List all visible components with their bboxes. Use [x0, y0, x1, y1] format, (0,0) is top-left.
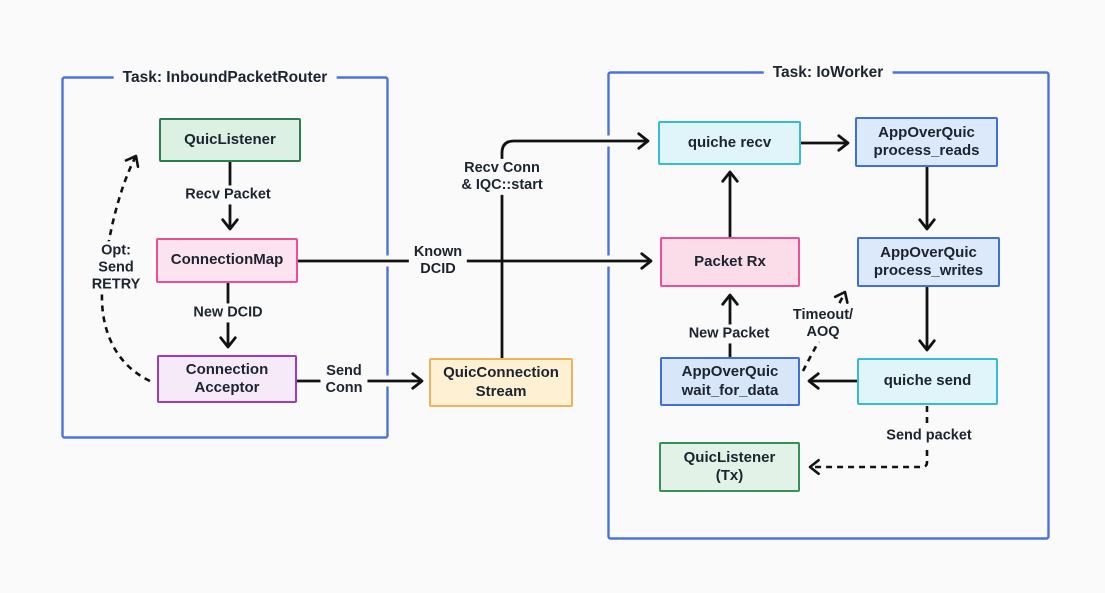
node-aoq-process-reads: AppOverQuic process_reads: [855, 117, 998, 167]
task-title-inbound-packet-router: Task: InboundPacketRouter: [113, 69, 337, 87]
edge-label-recv-packet: Recv Packet: [180, 185, 276, 205]
edge-recv-conn-iqc-start: [500, 132, 650, 358]
edge-label-opt-send-retry: Opt: Send RETRY: [86, 241, 146, 295]
node-quic-connection-stream: QuicConnection Stream: [429, 358, 573, 407]
node-quiche-recv: quiche recv: [658, 121, 801, 165]
task-title-io-worker: Task: IoWorker: [763, 64, 893, 82]
node-connection-acceptor: Connection Acceptor: [157, 355, 297, 403]
node-quic-listener: QuicListener: [159, 118, 301, 162]
edge-send-packet: [808, 406, 929, 476]
edge-label-send-conn: Send Conn: [320, 361, 368, 399]
node-aoq-wait-for-data: AppOverQuic wait_for_data: [660, 357, 800, 406]
node-quiche-send: quiche send: [857, 358, 998, 405]
node-aoq-process-writes: AppOverQuic process_writes: [857, 237, 1000, 287]
edge-label-recv-conn-iqc: Recv Conn & IQC::start: [456, 158, 548, 196]
edge-label-new-packet: New Packet: [683, 324, 775, 344]
edge-label-new-dcid: New DCID: [188, 303, 268, 323]
node-connection-map: ConnectionMap: [156, 238, 298, 283]
edge-opt-send-retry: [100, 154, 151, 383]
edge-label-timeout-aoq: Timeout/ AOQ: [787, 305, 859, 343]
edge-label-known-dcid: Known DCID: [408, 242, 468, 280]
edge-label-send-packet: Send packet: [881, 426, 977, 446]
node-quic-listener-tx: QuicListener (Tx): [659, 442, 800, 492]
node-packet-rx: Packet Rx: [660, 237, 800, 287]
